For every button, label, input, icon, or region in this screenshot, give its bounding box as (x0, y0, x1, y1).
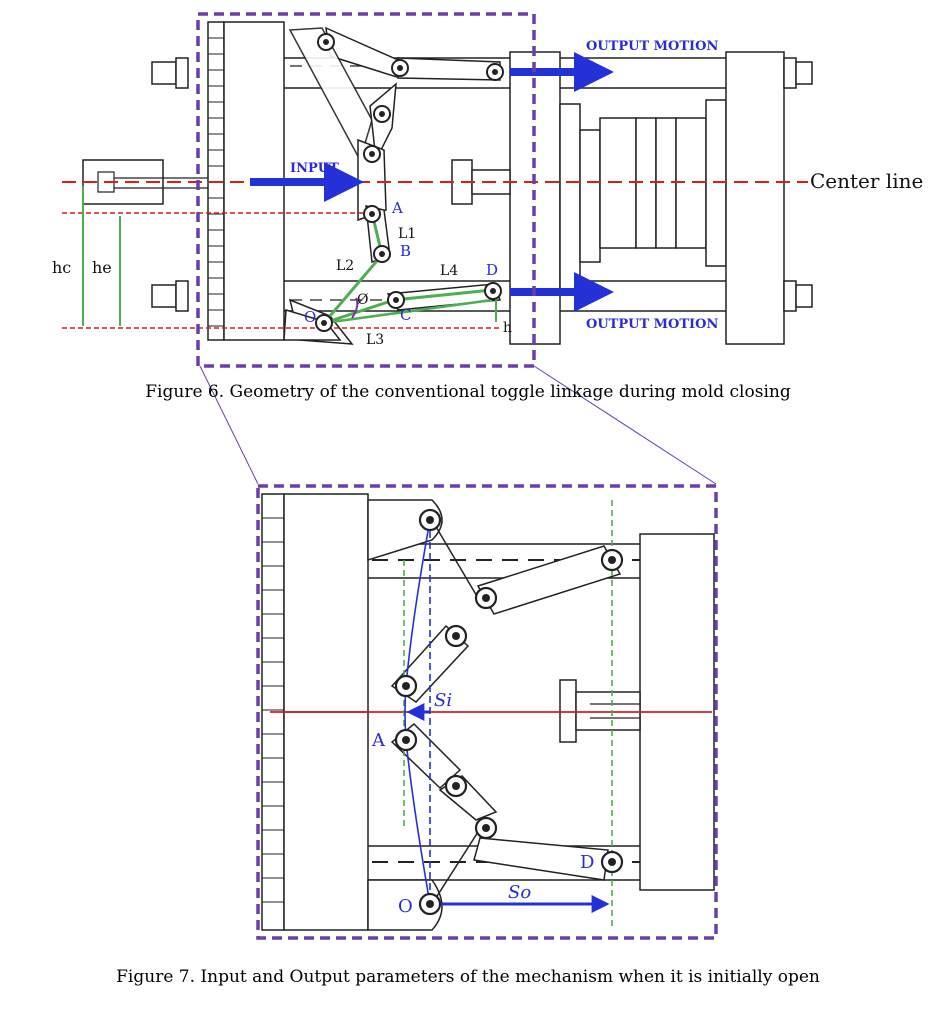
figure-6-diagram: Center line hc he INP (52, 12, 923, 368)
link-l4-label: L4 (440, 263, 458, 279)
tie-bar-end-top-left (151, 61, 177, 85)
input-label: INPUT (290, 161, 339, 176)
fig7-point-a-label: A (371, 730, 386, 751)
point-b-label: B (400, 242, 411, 260)
fig7-point-o-label: O (398, 896, 413, 917)
fixed-platen (725, 51, 785, 345)
point-a-label: A (391, 199, 403, 217)
zoom-frame-fig6 (196, 12, 536, 368)
point-o-label: O (304, 308, 316, 326)
point-c-label: C (400, 306, 411, 324)
link-l3-label: L3 (366, 332, 384, 348)
figure-6-caption: Figure 6. Geometry of the conventional t… (145, 382, 791, 402)
output-motion-label-top: OUTPUT MOTION (586, 39, 718, 54)
figure-7-diagram: Si So A D O (256, 484, 718, 940)
output-motion-label-bottom: OUTPUT MOTION (586, 317, 718, 332)
zoom-frame-fig7 (256, 484, 718, 940)
link-l2-label: L2 (336, 258, 354, 274)
center-line-label: Center line (810, 169, 923, 193)
figure-7-caption: Figure 7. Input and Output parameters of… (116, 967, 820, 987)
point-d-label: D (486, 261, 498, 279)
fig7-point-d-label: D (580, 852, 594, 873)
he-label: he (92, 258, 112, 277)
so-label: So (508, 882, 531, 903)
hc-label: hc (52, 258, 71, 277)
zoom-connector-right (533, 365, 717, 485)
zoom-connector-left (199, 365, 259, 485)
tie-bar-end-bottom-left (151, 284, 177, 308)
link-l1-label: L1 (398, 226, 416, 242)
si-label: Si (434, 690, 452, 711)
h-label: h (503, 320, 512, 336)
angle-phi-label: Ø (357, 292, 368, 308)
